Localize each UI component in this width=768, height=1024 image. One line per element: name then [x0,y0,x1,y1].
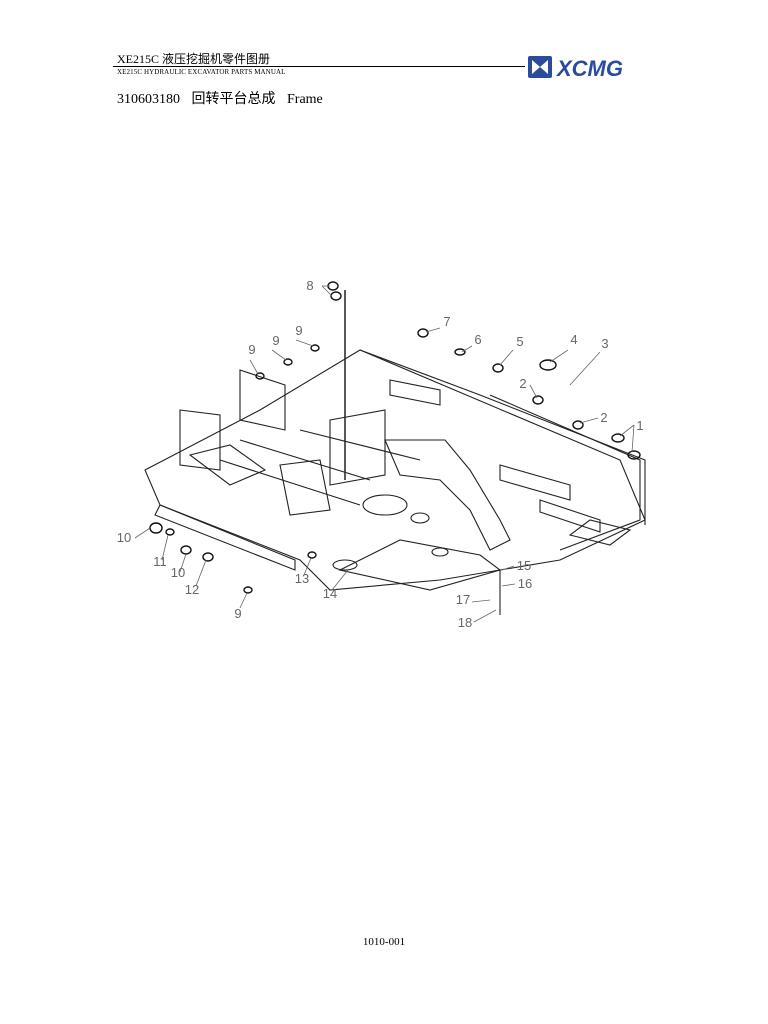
page-number: 1010-001 [362,936,406,948]
leader-lines [134,285,635,623]
callout-2: 2 [519,376,526,391]
manual-title: XE215C 液压挖掘机零件图册 [117,52,271,66]
callout-4: 4 [570,332,577,347]
callout-9d: 9 [234,606,241,621]
part-name-en: Frame [287,92,323,107]
part-number: 310603180 [117,92,180,107]
callout-3: 3 [601,336,608,351]
xcmg-logo: XCMG [528,56,623,81]
callout-9b: 9 [272,333,279,348]
callout-1: 1 [636,418,643,433]
callout-5: 5 [516,334,523,349]
callout-2b: 2 [600,410,607,425]
logo-wordmark: XCMG [555,56,623,81]
callout-13: 13 [295,571,309,586]
callout-12: 12 [185,582,199,597]
frame-linework [144,290,646,615]
callout-9a: 9 [295,323,302,338]
callout-8: 8 [306,278,313,293]
callout-10b: 10 [171,565,185,580]
callout-7: 7 [443,314,450,329]
callout-6: 6 [474,332,481,347]
seal-rings [149,281,641,594]
callout-10a: 10 [117,530,131,545]
callout-11: 11 [153,554,167,569]
callout-18: 18 [458,615,472,630]
callout-9c: 9 [248,342,255,357]
callout-14: 14 [323,586,337,601]
callout-16: 16 [518,576,532,591]
manual-subtitle: XE215C HYDRAULIC EXCAVATOR PARTS MANUAL [117,68,286,76]
frame-exploded-drawing: 1 2 2 3 4 5 6 7 8 9 9 9 9 10 10 11 12 13… [117,278,646,630]
part-title: 310603180 回转平台总成 Frame [117,88,331,108]
callout-15: 15 [517,558,531,573]
header-divider [113,66,525,67]
part-name-cn: 回转平台总成 [191,92,276,107]
callout-17: 17 [456,592,470,607]
